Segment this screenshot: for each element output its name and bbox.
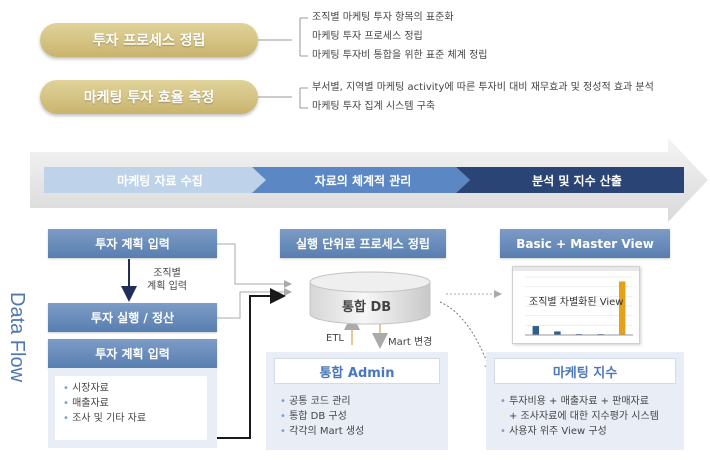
chart-bar xyxy=(554,331,561,335)
list-item: • 사용자 위주 View 구성 xyxy=(500,426,607,437)
db-label: 통합 DB xyxy=(342,300,392,315)
admin-list: • 공통 코드 관리 • 통합 DB 구성 • 각각의 Mart 생성 xyxy=(274,390,440,442)
stage-shape-2 xyxy=(252,167,470,193)
box-basic-master-view: Basic + Master View xyxy=(500,229,670,258)
org-plan-label: 조직별 계획 입력 xyxy=(147,268,187,292)
stage-label-collect: 마케팅 자료 수집 xyxy=(117,173,203,188)
stage-shape-1 xyxy=(44,167,266,193)
box-plan-input-2: 투자 계획 입력 xyxy=(48,339,217,368)
list-item: • 공통 코드 관리 xyxy=(280,396,351,407)
top-bracket-lines xyxy=(258,17,308,109)
list-item: • 각각의 Mart 생성 xyxy=(280,426,365,437)
list-item: • 시장자료 xyxy=(63,383,109,394)
box-plan-input: 투자 계획 입력 xyxy=(48,229,217,258)
list-item: • 조사 및 기타 자료 xyxy=(63,413,147,424)
etl-label: ETL xyxy=(326,333,344,344)
stage-shape-3 xyxy=(456,167,684,193)
list-item: 마케팅 투자 집계 시스템 구축 xyxy=(312,101,436,112)
database-cylinder xyxy=(309,271,431,325)
view-chart-thumbnail: 조직별 차별화된 View xyxy=(512,266,640,344)
list-item: + 조사자료에 대한 지수평가 시스템 xyxy=(509,411,659,422)
mart-label: Mart 변경 xyxy=(388,337,433,348)
marketing-index-list: • 투자비용 + 매출자료 + 판매자료 + 조사자료에 대한 지수평가 시스템… xyxy=(494,390,676,442)
list-item: • 투자비용 + 매출자료 + 판매자료 xyxy=(500,396,649,407)
process-arrow xyxy=(30,138,708,222)
chart-bar xyxy=(532,326,540,335)
mini-bar-chart xyxy=(525,276,633,336)
list-item: 조직별 마케팅 투자 항목의 표준화 xyxy=(312,12,454,23)
chart-window-bar xyxy=(513,267,639,271)
efficiency-list: 부서별, 지역별 마케팅 activity에 따른 투자비 대비 재무효과 및 … xyxy=(312,78,654,116)
stage-label-manage: 자료의 체계적 관리 xyxy=(314,173,412,188)
marketing-index-title: 마케팅 지수 xyxy=(494,358,676,384)
list-item: 부서별, 지역별 마케팅 activity에 따른 투자비 대비 재무효과 및 … xyxy=(312,82,654,93)
admin-title: 통합 Admin xyxy=(274,358,440,384)
pill-marketing-efficiency: 마케팅 투자 효율 측정 xyxy=(40,80,258,114)
list-item: • 통합 DB 구성 xyxy=(280,411,347,422)
marketing-index-panel: 마케팅 지수 • 투자비용 + 매출자료 + 판매자료 + 조사자료에 대한 지… xyxy=(486,352,684,450)
box-execution-settlement: 투자 실행 / 정산 xyxy=(48,303,217,332)
admin-panel: 통합 Admin • 공통 코드 관리 • 통합 DB 구성 • 각각의 Mar… xyxy=(266,352,448,450)
chart-caption: 조직별 차별화된 View xyxy=(529,297,624,308)
pill-investment-process: 투자 프로세스 정립 xyxy=(40,23,258,57)
data-source-list: • 시장자료 • 매출자료 • 조사 및 기타 자료 xyxy=(55,376,207,440)
box-execution-process: 실행 단위로 프로세스 정립 xyxy=(280,229,446,258)
data-flow-label: Data Flow xyxy=(6,292,28,383)
list-item: 마케팅 투자 프로세스 정립 xyxy=(312,31,423,42)
data-source-panel: • 시장자료 • 매출자료 • 조사 및 기타 자료 xyxy=(48,368,217,448)
chart-bar xyxy=(618,281,626,335)
list-item: 마케팅 투자비 통합을 위한 표준 체계 정립 xyxy=(312,50,488,61)
stage-label-analyze: 분석 및 지수 산출 xyxy=(532,173,622,188)
investment-process-list: 조직별 마케팅 투자 항목의 표준화 마케팅 투자 프로세스 정립 마케팅 투자… xyxy=(312,8,487,65)
list-item: • 매출자료 xyxy=(63,398,109,409)
